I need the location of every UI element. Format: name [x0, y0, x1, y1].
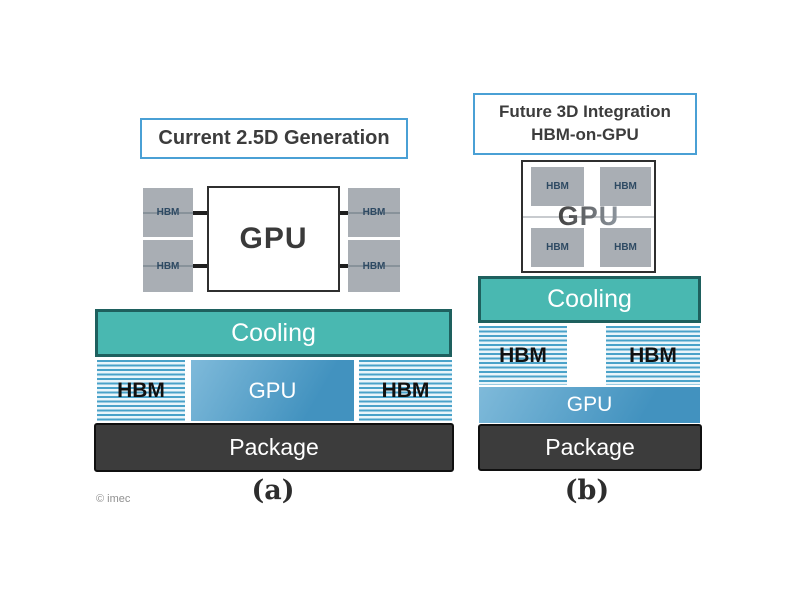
panel-a-caption: (a): [251, 475, 295, 506]
die-center-line: [523, 215, 654, 218]
hbm-connector-trace: [348, 211, 400, 214]
panel-a-topview-hbm-top-right: HBM: [348, 188, 400, 237]
gpu-label: GPU: [523, 162, 654, 271]
panel-b-cooling-layer: Cooling: [478, 276, 701, 323]
panel-b-title-box: Future 3D Integration HBM-on-GPU: [473, 93, 697, 155]
panel-a-hbm-stack-left: HBM: [97, 360, 185, 421]
connector-bar: [338, 211, 348, 215]
panel-a-topview-hbm-bottom-left: HBM: [143, 240, 193, 292]
package-label: Package: [229, 434, 319, 460]
connector-bar: [193, 264, 207, 268]
hbm-label: HBM: [546, 181, 569, 192]
cooling-label: Cooling: [547, 285, 632, 313]
connector-bar: [338, 264, 348, 268]
hbm-label: HBM: [546, 242, 569, 253]
hbm-label: HBM: [629, 343, 677, 367]
panel-a-title-box: Current 2.5D Generation: [140, 118, 408, 159]
hbm-label: HBM: [156, 207, 180, 218]
gpu-label: GPU: [566, 393, 613, 416]
panel-b-topview-hbm-bottom-left: HBM: [531, 228, 584, 267]
panel-a-topview-gpu-die: GPU: [207, 186, 340, 292]
hbm-label: HBM: [117, 378, 165, 402]
panel-a-topview-hbm-bottom-right: HBM: [348, 240, 400, 292]
gpu-label: GPU: [239, 222, 308, 255]
panel-b-gpu-die-layer: GPU: [479, 387, 700, 423]
cooling-label: Cooling: [231, 318, 316, 347]
hbm-label: HBM: [381, 378, 430, 402]
panel-b-topview-hbm-top-right: HBM: [600, 167, 651, 206]
panel-b-caption: (b): [564, 475, 610, 506]
hbm-connector-trace: [143, 211, 193, 214]
panel-b-topview-hbm-bottom-right: HBM: [600, 228, 651, 267]
panel-a-package-layer: Package: [94, 423, 454, 472]
hbm-connector-trace: [348, 265, 400, 267]
hbm-connector-trace: [143, 265, 193, 267]
hbm-label: HBM: [362, 260, 386, 272]
panel-a-gpu-die-layer: GPU: [191, 360, 354, 421]
hbm-label: HBM: [362, 207, 386, 218]
panel-a-hbm-stack-right: HBM: [359, 360, 452, 421]
panel-b-topview-hbm-top-left: HBM: [531, 167, 584, 206]
panel-b-hbm-stack-left: HBM: [479, 326, 567, 385]
panel-b-title-line1: Future 3D Integration: [499, 102, 671, 122]
panel-b-topview-gpu-die: HBM HBM HBM HBM GPU: [521, 160, 656, 273]
panel-b-title-line2: HBM-on-GPU: [531, 125, 639, 144]
panel-a-title: Current 2.5D Generation: [158, 127, 390, 149]
hbm-label: HBM: [614, 181, 637, 192]
connector-bar: [193, 211, 207, 215]
hbm-label: HBM: [614, 242, 637, 253]
hbm-label: HBM: [499, 343, 547, 367]
package-label: Package: [545, 434, 635, 460]
hbm-label: HBM: [156, 260, 180, 272]
panel-a-topview-hbm-top-left: HBM: [143, 188, 193, 237]
panel-b-package-layer: Package: [478, 424, 702, 471]
panel-a-cooling-layer: Cooling: [95, 309, 452, 357]
panel-b-hbm-stack-right: HBM: [606, 326, 700, 385]
imec-logo: © imec: [96, 493, 131, 505]
gpu-label: GPU: [248, 377, 297, 403]
